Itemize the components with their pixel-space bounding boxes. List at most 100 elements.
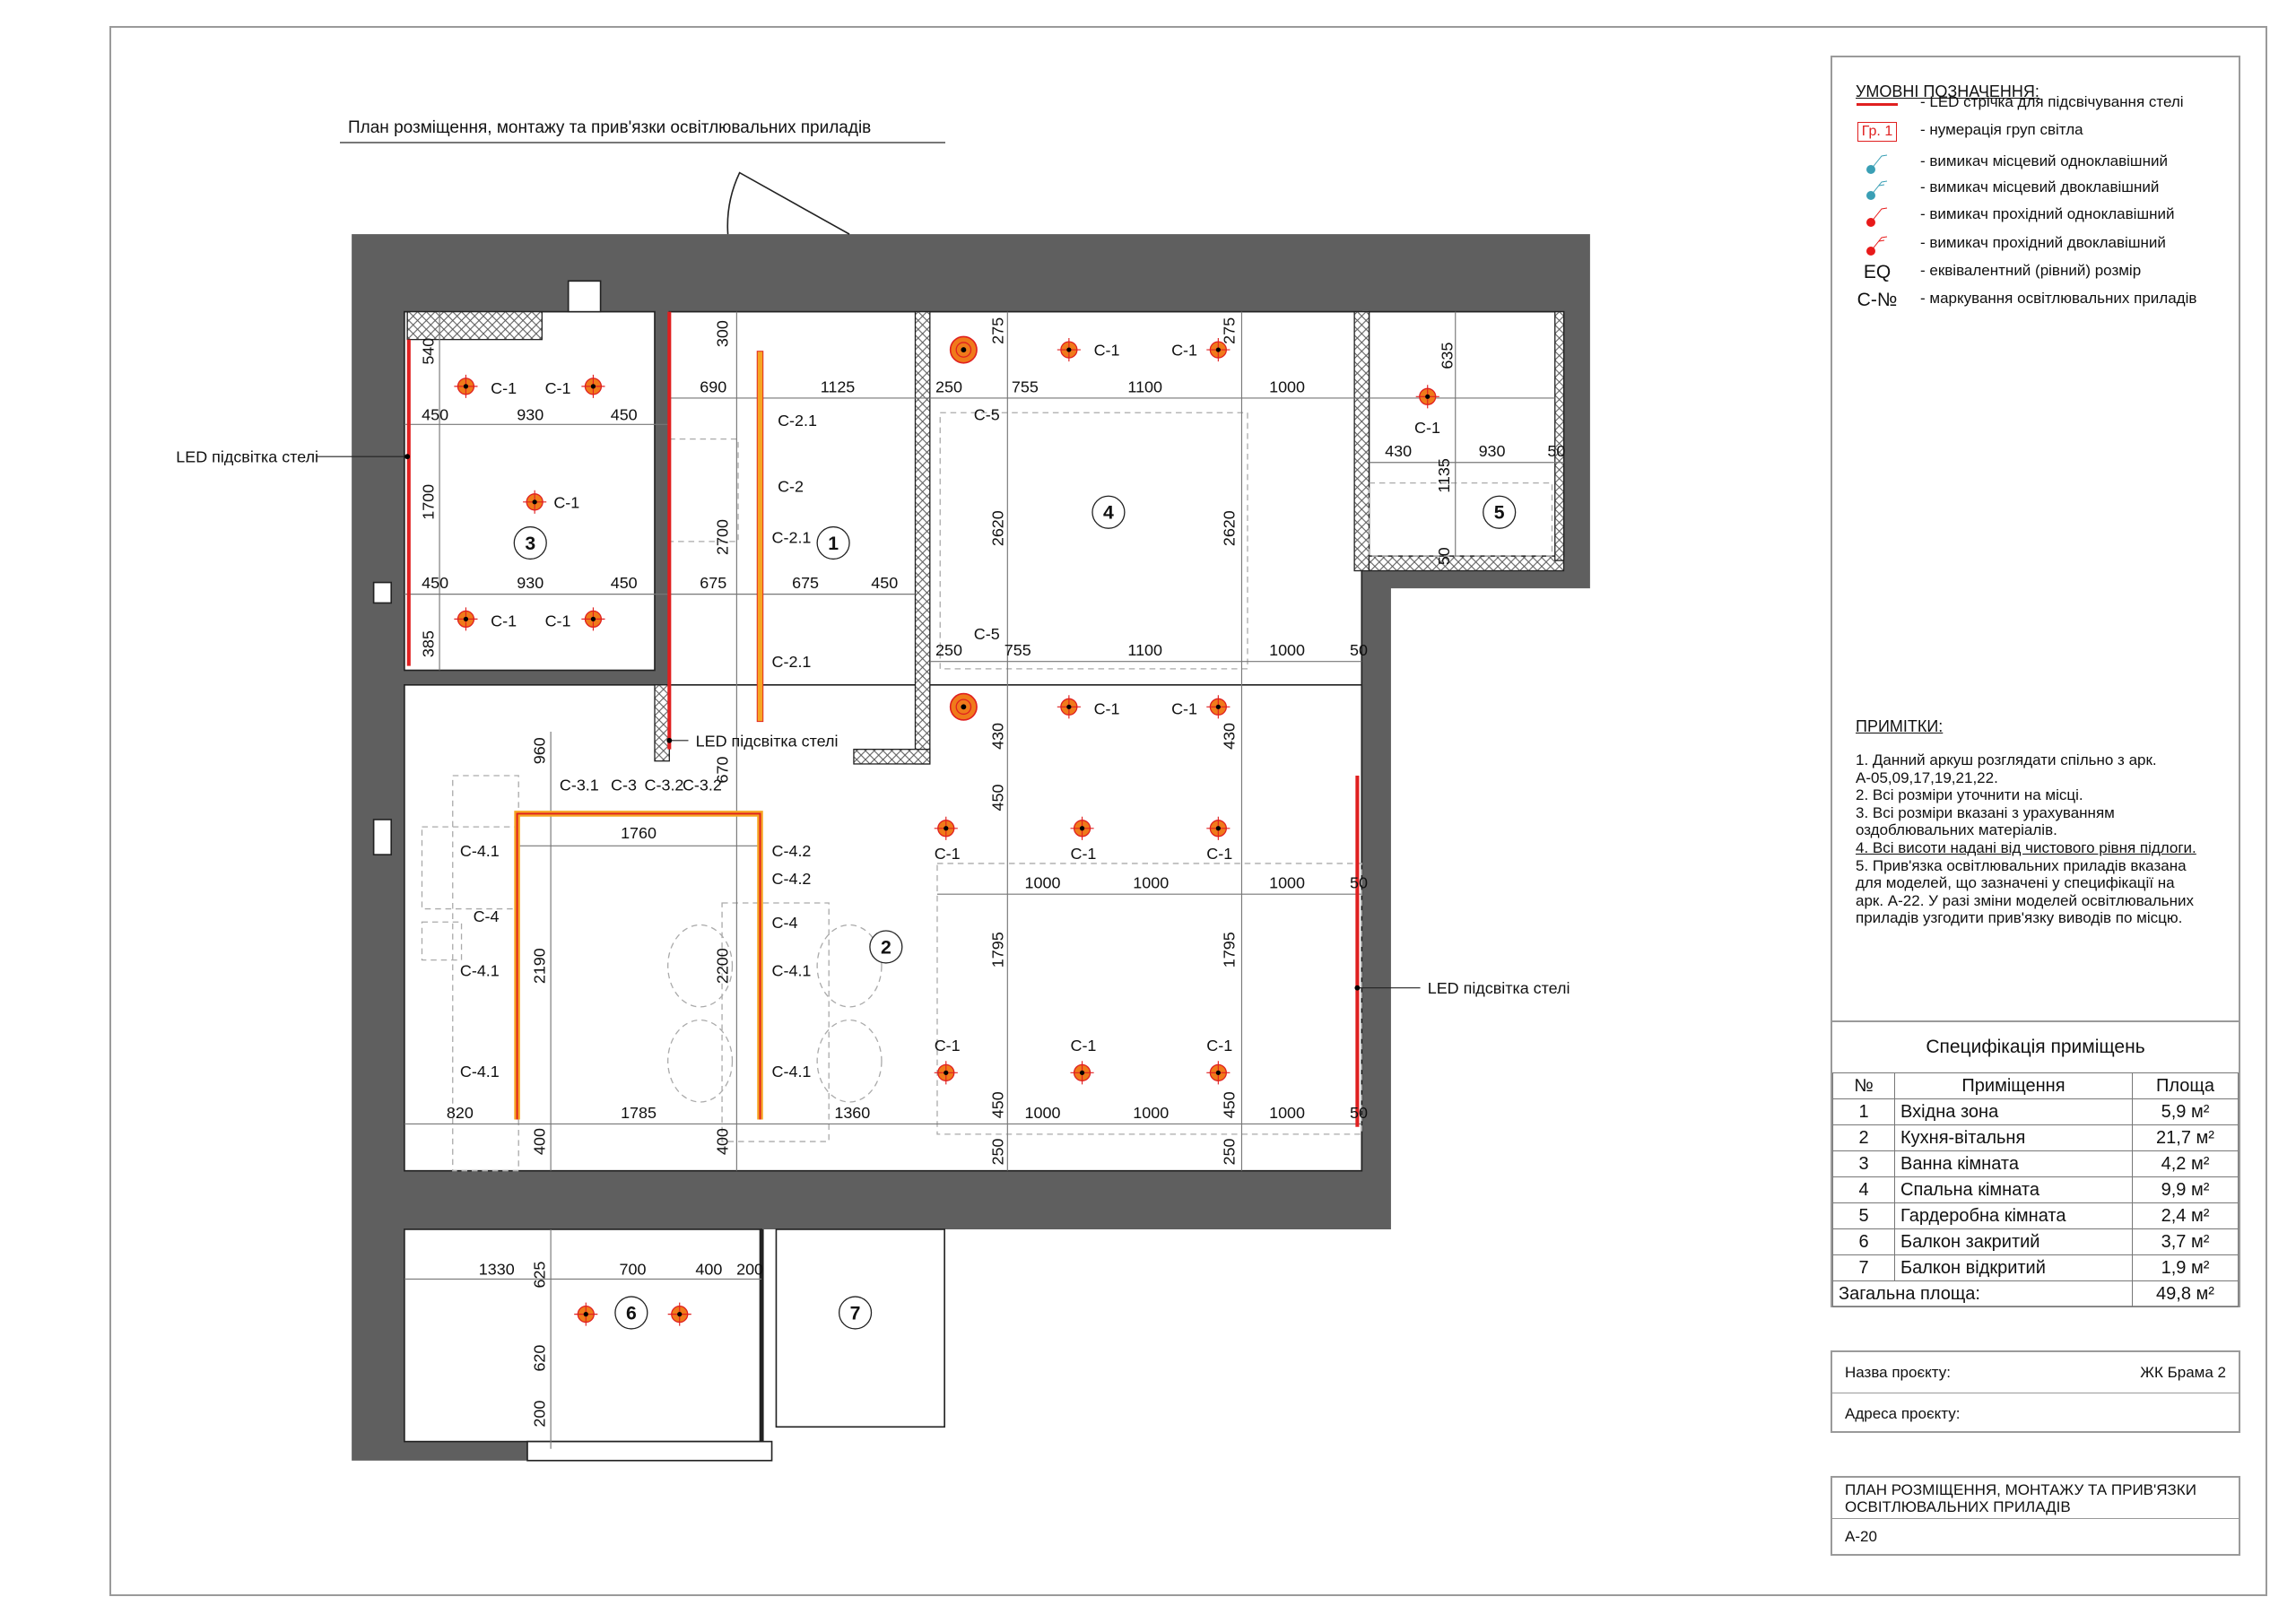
walls: [352, 171, 1590, 1462]
fixture-label: C-2.1: [778, 412, 817, 430]
fixture-label: C-1: [491, 612, 517, 630]
switch-pass-double-icon: [1850, 232, 1904, 257]
callout-dot: [666, 737, 673, 743]
dimension-lines: [404, 311, 1564, 1449]
fixture-label: C-1: [1171, 342, 1197, 360]
fixture-label: C-2: [778, 477, 804, 495]
room-number: 4: [1832, 1176, 1895, 1203]
room-number: 5: [1832, 1202, 1895, 1229]
furniture-outline: [421, 921, 463, 961]
room-name: Гардеробна кімната: [1894, 1202, 2133, 1229]
legend-text: - вимикач прохідний двоклавішний: [1920, 234, 2166, 251]
dimension-label: 1000: [1133, 874, 1169, 892]
note-item: 4. Всі висоти надані від чистового рівня…: [1856, 838, 2196, 856]
legend-item: - LED стрічка для підсвічування стелі: [1832, 91, 2239, 117]
col-header-area: Площа: [2132, 1072, 2239, 1099]
fixture-label: C-1: [1094, 699, 1120, 717]
dimension-label: 930: [517, 405, 544, 423]
legend-text: - LED стрічка для підсвічування стелі: [1920, 93, 2184, 110]
partition-wall: [1368, 555, 1565, 572]
dimension-label: 1795: [988, 932, 1006, 968]
partition-wall: [1554, 310, 1565, 561]
legend-item: - вимикач місцевий одноклавішний: [1832, 151, 2239, 176]
fixture-label: C-4: [474, 907, 500, 925]
room-number: 2: [1832, 1124, 1895, 1151]
partition-wall: [654, 684, 670, 762]
room-name: Кухня-вітальня: [1894, 1124, 2133, 1151]
dimension-label: 430: [988, 723, 1006, 750]
legend-text: - вимикач місцевий одноклавішний: [1920, 152, 2168, 169]
dimension-label: 300: [714, 320, 732, 347]
partition-wall: [1353, 310, 1370, 572]
led-strips: [406, 311, 1360, 1127]
dimension-label: 200: [531, 1401, 549, 1428]
partition-wall: [914, 310, 931, 765]
downlight-center: [590, 384, 596, 389]
dimension-label: 430: [1220, 723, 1238, 750]
dimension-label: 450: [988, 785, 1006, 812]
room-area: 21,7 м²: [2132, 1124, 2239, 1151]
room-area: 5,9 м²: [2132, 1098, 2239, 1125]
furniture-outline: [936, 863, 1362, 1135]
fixture-label: C-3: [611, 776, 637, 794]
dimension-label: 930: [1479, 442, 1506, 460]
fixture-label: C-1: [1094, 342, 1120, 360]
fixture-label: C-1: [1070, 845, 1096, 863]
dimension-label: 2700: [714, 519, 732, 555]
dimension-label: 625: [531, 1262, 549, 1289]
dimension-label: 385: [420, 630, 438, 657]
downlight-center: [677, 1312, 683, 1317]
chair-outline: [667, 1019, 734, 1103]
downlight-center: [944, 1070, 949, 1075]
room-floor: [1368, 310, 1565, 558]
entrance-door: [726, 171, 850, 235]
dimension-label: 50: [1435, 547, 1453, 565]
room-number: 7: [850, 1303, 861, 1324]
dimension-label: 2620: [1220, 510, 1238, 546]
fixture-label: C-4.2: [772, 842, 812, 860]
downlight-center: [532, 499, 537, 505]
dimension-label: 1000: [1025, 874, 1061, 892]
room-area: 2,4 м²: [2132, 1202, 2239, 1229]
room-area: 1,9 м²: [2132, 1254, 2239, 1281]
fixture-label: C-1: [1206, 1037, 1232, 1055]
dimension-label: 200: [736, 1261, 763, 1279]
room-number: 6: [626, 1303, 637, 1324]
dimension-label: 430: [1385, 442, 1412, 460]
fixture-label: C-3.1: [560, 776, 599, 794]
dimension-label: 2190: [531, 948, 549, 984]
dimension-label: 1795: [1220, 932, 1238, 968]
dimension-label: 450: [611, 574, 638, 592]
project-address-label: Адреса проєкту:: [1845, 1405, 1961, 1422]
c-no-icon: C-№: [1857, 290, 1898, 310]
fixture-label: C-1: [545, 379, 571, 397]
room-floor: [404, 310, 656, 672]
fixture-label: C-2.1: [772, 653, 812, 671]
room-area: 9,9 м²: [2132, 1176, 2239, 1203]
pendant-light-ring: [955, 342, 972, 358]
room-number-circle: [513, 525, 547, 560]
room-name: Спальна кімната: [1894, 1176, 2133, 1203]
dimension-label: 450: [422, 405, 448, 423]
fixture-label: C-4.1: [772, 962, 812, 980]
dimension-label: 1100: [1127, 378, 1162, 395]
dimension-label: 250: [1220, 1138, 1238, 1165]
pendant-light-center: [961, 704, 967, 710]
dimension-label: 1000: [1269, 874, 1305, 892]
room-number: 4: [1103, 503, 1114, 524]
dimension-label: 1700: [420, 484, 438, 520]
dimension-label: 400: [714, 1128, 732, 1155]
downlight-center: [1066, 347, 1072, 352]
led-callout-label: LED підсвітка стелі: [176, 448, 318, 466]
note-item: 5. Прив'язка освітлювальних приладів вка…: [1856, 856, 2195, 927]
dimension-label: 755: [1004, 641, 1031, 659]
dimension-label: 1360: [834, 1104, 870, 1122]
dimension-label: 635: [1438, 343, 1456, 369]
sheet-number: А-20: [1845, 1528, 1877, 1545]
room-number: 7: [1832, 1254, 1895, 1281]
dimension-label: 1135: [1435, 458, 1453, 493]
